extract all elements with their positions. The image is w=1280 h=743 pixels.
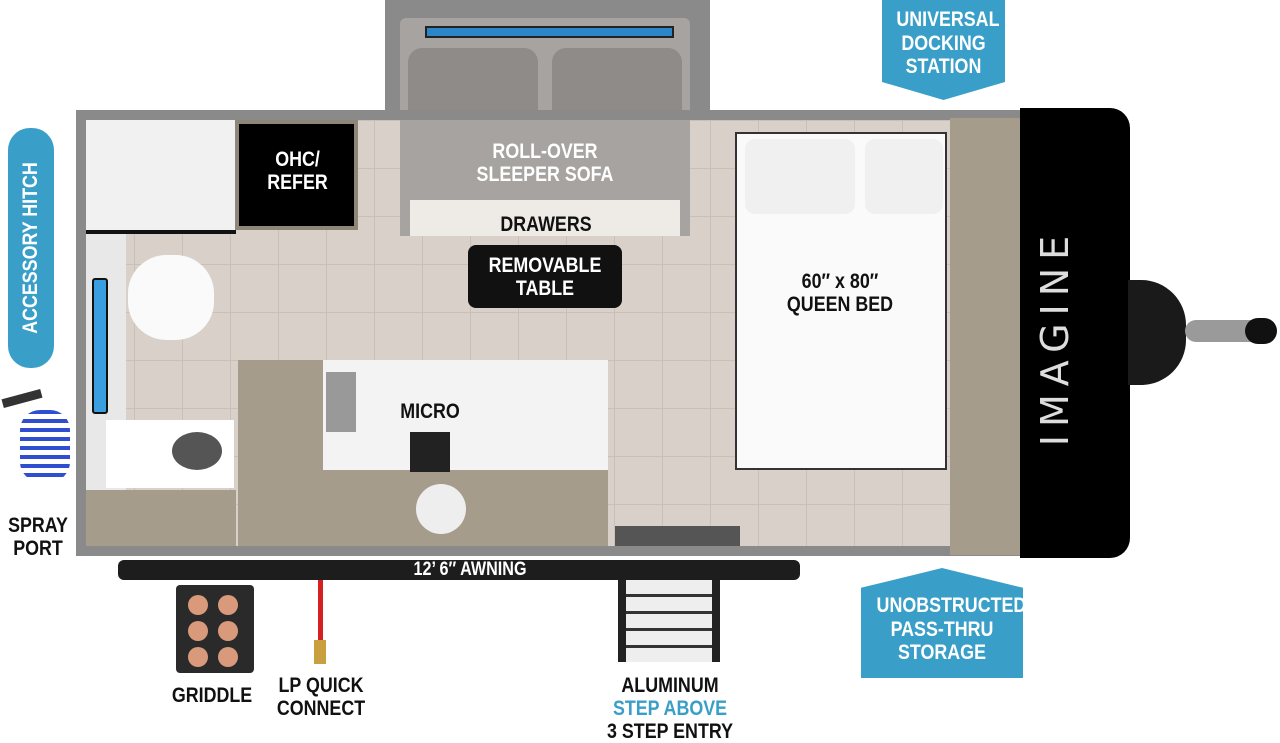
front-storage (950, 118, 1020, 555)
shower (86, 120, 236, 234)
sink-icon (172, 432, 222, 470)
sofa-label: ROLL-OVER SLEEPER SOFA (476, 140, 614, 187)
plate-icon (416, 484, 466, 534)
kitchen-counter (238, 360, 610, 546)
griddle (176, 585, 254, 673)
ohc-refer-label: OHC/ REFER (267, 148, 328, 195)
stove-icon (410, 432, 450, 472)
accessory-hitch-callout (8, 128, 54, 368)
removable-table (468, 245, 622, 308)
drawers-label: DRAWERS (500, 213, 592, 236)
entry-step (618, 580, 720, 662)
step-label-1: ALUMINUM (621, 674, 719, 697)
spray-hose-icon (20, 410, 70, 482)
accessory-hitch-label: ACCESSORY HITCH (19, 162, 42, 334)
step-label-3: 3 STEP ENTRY (607, 720, 733, 743)
brand-logo: IMAGINE (1033, 227, 1077, 447)
step-label-2: STEP ABOVE (612, 697, 728, 720)
griddle-label: GRIDDLE (171, 684, 253, 707)
hitch-coupler (1245, 318, 1277, 344)
storage-label: UNOBSTRUCTED PASS-THRU STORAGE (876, 594, 1027, 665)
ohc-refer (235, 120, 358, 230)
front-cap (1020, 108, 1130, 558)
awning-label: 12’ 6″ AWNING (413, 559, 527, 580)
toilet (128, 255, 214, 340)
queen-bed (735, 132, 947, 470)
lp-connector (314, 640, 326, 664)
awning (118, 560, 800, 580)
table-label: REMOVABLE TABLE (488, 254, 602, 301)
micro-label: MICRO (400, 400, 460, 423)
storage-callout: UNOBSTRUCTED PASS-THRU STORAGE (861, 568, 1023, 678)
lp-line (318, 580, 323, 642)
docking-station-label: UNIVERSAL DOCKING STATION (896, 8, 1000, 79)
entry-mat (615, 526, 740, 546)
lp-label: LP QUICK CONNECT (276, 674, 366, 721)
bath-cabinet (86, 490, 236, 546)
bath-window (92, 278, 108, 414)
docking-station-callout: UNIVERSAL DOCKING STATION (882, 0, 1005, 100)
hitch-jack (1128, 280, 1186, 385)
sink-icon (326, 372, 356, 432)
spray-port-label: SPRAY PORT (8, 514, 68, 561)
bed-label: 60″ x 80″ QUEEN BED (786, 270, 894, 317)
spray-nozzle-icon (1, 388, 43, 409)
